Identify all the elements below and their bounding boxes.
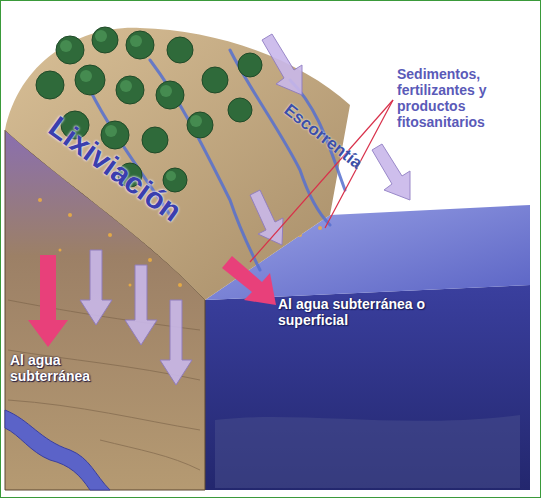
underground-stream: [5, 410, 110, 490]
trees: [36, 27, 262, 192]
flow-arrows: [80, 34, 410, 385]
water-front-face: [205, 285, 530, 490]
callout-text: Sedimentos, fertilizantes y productos fi…: [397, 66, 535, 130]
hill-surface: [5, 28, 350, 300]
water-bed: [215, 415, 520, 488]
pink-arrows: [28, 255, 276, 347]
destination-label: Al agua subterránea: [10, 352, 105, 384]
destination-label: Al agua subterránea o superficial: [278, 296, 428, 328]
